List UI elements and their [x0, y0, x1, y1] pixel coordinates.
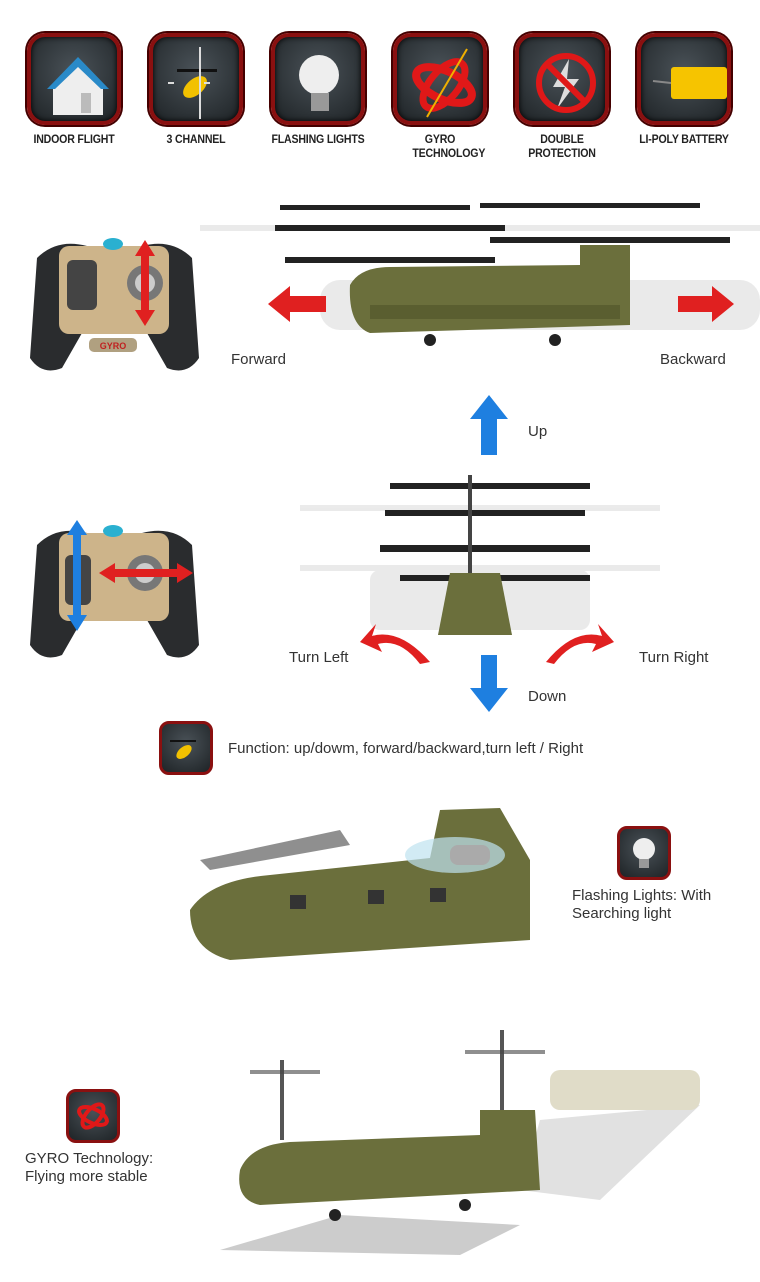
no-lightning-icon — [536, 53, 596, 113]
flashing-light-icon — [617, 826, 671, 880]
helicopter-front-image — [300, 475, 660, 635]
arrow-left-icon — [268, 286, 326, 322]
helicopter-icon — [168, 47, 232, 119]
turn-right-arrow-icon — [546, 624, 614, 664]
lights-text-line: Flashing Lights: With — [572, 887, 712, 904]
feature-label: LI-POLY BATTERY — [639, 134, 729, 146]
feature-gyro-technology — [393, 33, 487, 125]
turn-right-label: Turn Right — [639, 649, 709, 666]
three-channel-icon — [159, 721, 213, 775]
remote-control-image-2 — [30, 520, 199, 658]
feature-flashing-lights — [271, 33, 365, 125]
feature-indoor-flight — [27, 33, 121, 125]
feature-3-channel — [149, 33, 243, 125]
feature-label: 3 CHANNEL — [166, 134, 226, 146]
turn-left-label: Turn Left — [289, 649, 349, 666]
arrow-up-icon — [470, 395, 508, 455]
turn-left-arrow-icon — [360, 624, 430, 664]
helicopter-closeup-image — [190, 808, 530, 960]
battery-icon — [652, 67, 727, 99]
feature-double-protection — [515, 33, 609, 125]
gyro-technology-icon — [66, 1089, 120, 1143]
down-label: Down — [528, 688, 567, 705]
gyro-icon — [77, 1102, 109, 1130]
light-bulb-icon — [633, 838, 655, 868]
backward-label: Backward — [660, 351, 726, 368]
feature-li-poly-battery — [637, 33, 731, 125]
feature-label: INDOOR FLIGHT — [33, 134, 115, 146]
gyro-text-line: GYRO Technology: — [25, 1150, 154, 1167]
gyro-text-line: Flying more stable — [25, 1168, 148, 1185]
helicopter-group-image — [220, 1030, 700, 1255]
light-bulb-icon — [299, 55, 339, 111]
up-label: Up — [528, 423, 548, 440]
gyro-icon — [412, 48, 476, 118]
feature-label: DOUBLE PROTECTION — [528, 134, 596, 160]
arrow-right-icon — [678, 286, 734, 322]
helicopter-side-image — [200, 203, 760, 346]
feature-label: FLASHING LIGHTS — [271, 134, 365, 146]
arrow-down-icon — [470, 655, 508, 712]
helicopter-icon — [170, 740, 196, 759]
remote-gyro-label: GYRO — [100, 341, 127, 351]
forward-label: Forward — [231, 351, 287, 368]
remote-control-image: GYRO — [30, 238, 199, 371]
lights-text-line: Searching light — [572, 905, 672, 922]
gyro-text: GYRO Technology:Flying more stable — [25, 1150, 153, 1186]
house-icon — [47, 57, 109, 115]
feature-label: GYRO TECHNOLOGY — [412, 134, 486, 160]
function-text: Function: up/dowm, forward/backward,turn… — [228, 740, 584, 757]
